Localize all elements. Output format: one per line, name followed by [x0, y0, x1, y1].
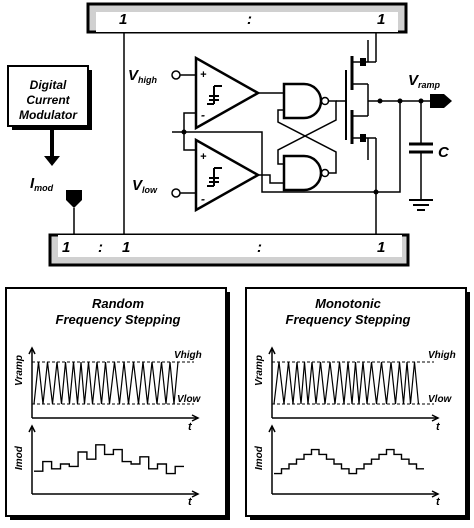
- bottom-mirror-ratio-a: 1: [62, 239, 70, 256]
- ground-icon: [409, 199, 433, 211]
- top-mirror-ratio-left: 1: [119, 11, 127, 28]
- panel-monotonic-frequency-stepping: Monotonic Frequency Stepping Vramp Vhigh…: [245, 287, 470, 520]
- imod-staircase: [34, 444, 184, 475]
- axis-arrow-icon: [431, 414, 440, 422]
- digital-current-modulator: Digital Current Modulator: [7, 65, 92, 166]
- imod-pin-icon: [66, 190, 82, 208]
- vlow-level-label: Vlow: [177, 394, 202, 405]
- modulator-line-3: Modulator: [19, 108, 78, 122]
- hysteresis-icon: [207, 85, 222, 105]
- bottom-current-mirror: 1 : 1 : 1: [48, 233, 410, 267]
- hysteresis-icon: [207, 167, 222, 187]
- svg-text:-: -: [201, 108, 205, 122]
- nand-gate-bottom: [282, 154, 330, 192]
- comparator-low: + -: [194, 137, 261, 213]
- vramp-waveform: [33, 361, 179, 405]
- vhigh-level-label: Vhigh: [174, 350, 202, 361]
- axis-arrow-icon: [431, 490, 440, 498]
- vhigh-terminal-icon: [171, 70, 181, 80]
- time-label: t: [436, 421, 441, 433]
- capacitor-label: C: [438, 144, 450, 161]
- vramp-pin-icon: [430, 94, 452, 108]
- bottom-mirror-colon-1: :: [98, 239, 103, 256]
- axis-arrow-icon: [28, 346, 36, 355]
- panel-title-line-1: Random: [92, 296, 144, 311]
- panel-random-frequency-stepping: Random Frequency Stepping Vramp Vhigh Vl…: [5, 287, 230, 520]
- svg-text:+: +: [200, 151, 207, 163]
- ramp-feedback-wire: [184, 101, 401, 193]
- panel-title-line-2: Frequency Stepping: [286, 312, 411, 327]
- time-label: t: [188, 421, 193, 433]
- imod-axis-label: Imod: [254, 445, 265, 470]
- capacitor: C: [409, 101, 450, 200]
- svg-text:+: +: [200, 69, 207, 81]
- modulator-line-2: Current: [26, 93, 70, 107]
- vramp-waveform: [273, 361, 420, 405]
- vlow-terminal-icon: [171, 188, 181, 198]
- latch-cross-wire: [277, 109, 337, 174]
- imod-axis-label: Imod: [14, 445, 25, 470]
- svg-text:-: -: [201, 192, 205, 206]
- axis-arrow-icon: [268, 346, 276, 355]
- imod-label: Imod: [30, 175, 54, 193]
- latch-cross-wire: [277, 100, 337, 165]
- imod-staircase: [274, 448, 424, 475]
- modulator-line-1: Digital: [30, 78, 67, 92]
- nand-gate-top: [282, 82, 330, 120]
- bottom-mirror-ratio-c: 1: [377, 239, 385, 256]
- top-mirror-ratio-right: 1: [377, 11, 385, 28]
- panel-title-line-2: Frequency Stepping: [56, 312, 181, 327]
- time-label: t: [188, 496, 193, 508]
- comparator-high: + -: [194, 55, 261, 131]
- panel-title-line-1: Monotonic: [315, 296, 381, 311]
- axis-arrow-icon: [268, 424, 276, 433]
- axis-arrow-icon: [191, 490, 200, 498]
- vhigh-input: Vhigh: [128, 67, 196, 85]
- axis-arrow-icon: [28, 424, 36, 433]
- vramp-axis-label: Vramp: [14, 355, 25, 386]
- vhigh-level-label: Vhigh: [428, 350, 456, 361]
- axis-arrow-icon: [191, 414, 200, 422]
- bottom-mirror-colon-2: :: [257, 239, 262, 256]
- vlow-level-label: Vlow: [428, 394, 453, 405]
- vlow-input: Vlow: [132, 177, 196, 198]
- top-mirror-colon: :: [247, 11, 252, 28]
- vlow-label: Vlow: [132, 177, 158, 195]
- imod-pin: Imod: [30, 175, 82, 235]
- output-transistors: [336, 32, 379, 235]
- top-current-mirror: 1 : 1: [86, 2, 408, 34]
- vramp-axis-label: Vramp: [254, 355, 265, 386]
- modulator-arrow-head: [44, 156, 60, 166]
- vhigh-label: Vhigh: [128, 67, 158, 85]
- vramp-label: Vramp: [408, 72, 441, 90]
- time-label: t: [436, 496, 441, 508]
- bottom-mirror-ratio-b: 1: [122, 239, 130, 256]
